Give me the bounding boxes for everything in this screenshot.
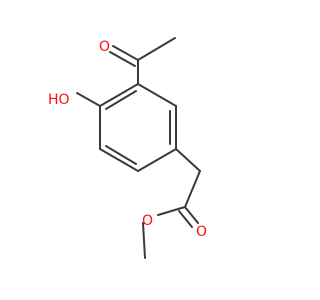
ketone-oxygen-label: O — [99, 39, 110, 55]
atom-labels: O HO O O — [48, 39, 207, 240]
hydroxyl-label: HO — [48, 92, 70, 108]
bond-acetyl-methyl — [137, 37, 176, 61]
ring-bond-c5-c6-inner — [105, 90, 137, 110]
bond-ester-o-methyl — [142, 222, 146, 259]
bond-ch2-ester-carbon — [184, 170, 201, 208]
ring-bond-c3-c4-inner — [105, 145, 137, 165]
bond-acetyl-co-outer — [112, 45, 139, 61]
bond-ring-ch2 — [175, 148, 201, 172]
bond-acetyl-co-inner — [109, 51, 136, 67]
ring-bond-c3-c4 — [99, 148, 139, 172]
bond-ester-co-outer — [184, 206, 199, 224]
ring-bond-c5-c6 — [99, 83, 139, 107]
ester-carbonyl-oxygen-label: O — [196, 224, 207, 240]
ring-bond-c2-c3 — [137, 148, 177, 172]
molecule-structure: O HO O O — [48, 37, 207, 259]
bonds — [76, 37, 201, 259]
ring-bond-c6-c1 — [137, 83, 177, 107]
bond-ring-hydroxyl — [76, 92, 101, 107]
ester-ether-oxygen-label: O — [142, 213, 153, 229]
bond-ester-c-o — [157, 206, 186, 216]
bond-ester-co-inner — [178, 210, 193, 228]
